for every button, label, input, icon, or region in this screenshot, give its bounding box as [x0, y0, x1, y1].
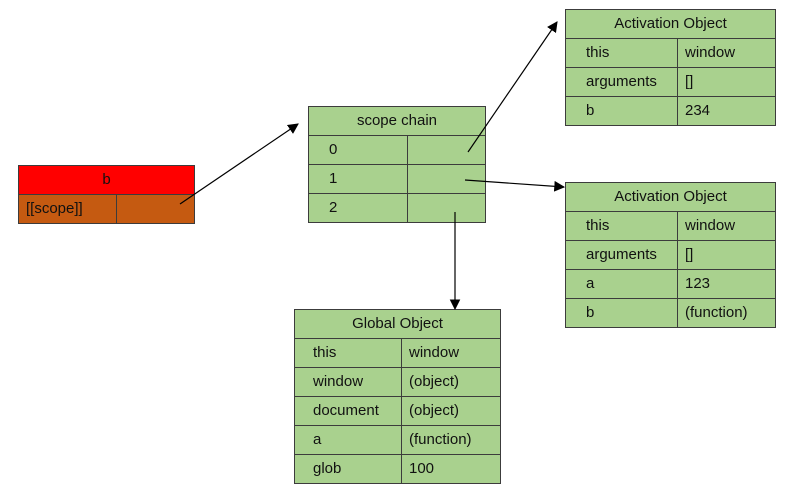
property-value: 234 [677, 96, 776, 126]
property-key: this [294, 338, 402, 368]
property-value: (object) [400, 396, 502, 426]
property-key: window [294, 367, 402, 397]
scope-chain-row: 1 [308, 164, 486, 194]
function-object-name: b [18, 165, 195, 195]
table-row: b 234 [565, 96, 776, 126]
function-object-b: b [[scope]] [18, 165, 195, 224]
property-value: [] [677, 240, 776, 270]
property-value: window [400, 338, 502, 368]
table-row: this window [294, 338, 502, 368]
table-row: glob 100 [294, 454, 502, 484]
table-row: arguments [] [565, 240, 776, 270]
property-key: glob [294, 454, 402, 484]
property-value: [] [677, 67, 776, 97]
global-object: Global Object this window window (object… [293, 309, 502, 484]
property-value: (object) [400, 367, 502, 397]
global-object-title: Global Object [293, 309, 502, 339]
scope-chain-index: 1 [308, 164, 408, 194]
scope-chain-index: 0 [308, 135, 408, 165]
table-row: a 123 [565, 269, 776, 299]
activation-object-title: Activation Object [565, 182, 776, 212]
scope-chain-row: 0 [308, 135, 486, 165]
property-value: 123 [677, 269, 776, 299]
scope-property-label: [[scope]] [18, 194, 117, 224]
arrow-scope-to-scope-chain [179, 123, 299, 205]
property-value: window [677, 38, 776, 68]
table-row: a (function) [294, 425, 502, 455]
property-key: a [565, 269, 678, 299]
activation-object-b: Activation Object this window arguments … [565, 9, 776, 126]
scope-chain-index: 2 [308, 193, 408, 223]
activation-object-a: Activation Object this window arguments … [565, 182, 776, 328]
scope-chain-title: scope chain [308, 106, 486, 136]
property-value: window [677, 211, 776, 241]
property-key: document [294, 396, 402, 426]
scope-chain-box: scope chain 0 1 2 [308, 106, 486, 223]
property-key: b [565, 298, 678, 328]
property-key: a [294, 425, 402, 455]
scope-property-value [116, 194, 195, 224]
property-value: (function) [400, 425, 502, 455]
table-row: document (object) [294, 396, 502, 426]
activation-object-title: Activation Object [565, 9, 776, 39]
property-value: 100 [400, 454, 502, 484]
scope-chain-row: 2 [308, 193, 486, 223]
scope-chain-pointer [407, 164, 486, 194]
property-key: this [565, 38, 678, 68]
table-row: this window [565, 211, 776, 241]
scope-chain-pointer [407, 193, 486, 223]
property-key: b [565, 96, 678, 126]
scope-chain-pointer [407, 135, 486, 165]
table-row: window (object) [294, 367, 502, 397]
table-row: arguments [] [565, 67, 776, 97]
table-row: this window [565, 38, 776, 68]
table-row: b (function) [565, 298, 776, 328]
property-key: arguments [565, 240, 678, 270]
property-value: (function) [677, 298, 776, 328]
property-key: this [565, 211, 678, 241]
property-key: arguments [565, 67, 678, 97]
